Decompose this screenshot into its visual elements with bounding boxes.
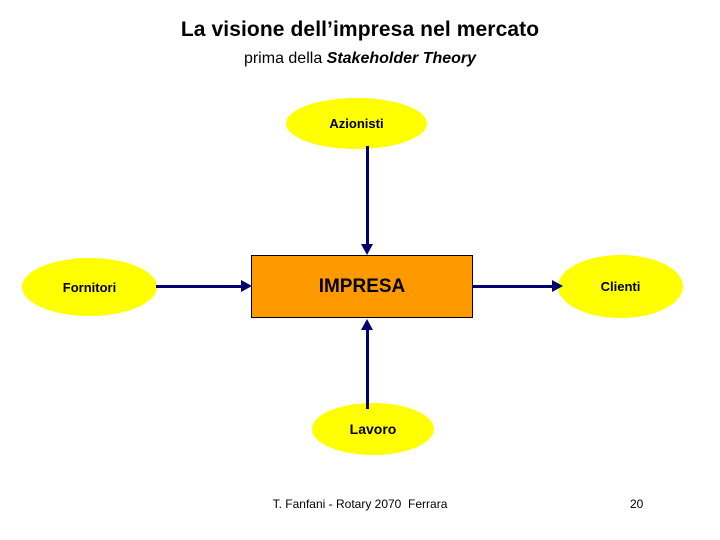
subtitle-emphasis-text: Stakeholder Theory [326, 50, 477, 68]
diagram-node-azionisti-label: Azionisti [329, 116, 384, 131]
arrow-head-up-icon [361, 319, 373, 330]
diagram-node-lavoro[interactable]: Lavoro [312, 403, 434, 455]
arrow-shaft [472, 285, 554, 288]
arrow-impresa-to-clienti-icon [472, 280, 564, 294]
diagram-node-fornitori[interactable]: Fornitori [22, 258, 157, 316]
arrow-lavoro-to-impresa-icon [361, 319, 375, 409]
diagram-node-azionisti[interactable]: Azionisti [286, 98, 427, 149]
page-title: La visione dell’impresa nel mercato [180, 18, 540, 41]
page-number: 20 [630, 497, 644, 511]
arrow-shaft [156, 285, 243, 288]
diagram-node-impresa-label: IMPRESA [318, 275, 406, 297]
footer-note: T. Fanfani - Rotary 2070 Ferrara [272, 497, 448, 511]
diagram-node-impresa[interactable]: IMPRESA [251, 255, 473, 318]
arrow-fornitori-to-impresa-icon [156, 280, 253, 294]
arrow-shaft [366, 146, 369, 248]
arrow-azionisti-to-impresa-icon [361, 146, 375, 258]
arrow-shaft [366, 329, 369, 409]
diagram-node-fornitori-label: Fornitori [62, 279, 117, 295]
diagram-node-clienti-label: Clienti [600, 279, 641, 294]
diagram-node-clienti[interactable]: Clienti [558, 255, 683, 318]
arrow-head-down-icon [361, 244, 373, 255]
subtitle-plain-text: prima della [243, 50, 327, 68]
diagram-node-lavoro-label: Lavoro [349, 421, 397, 437]
arrow-head-right-icon [241, 280, 252, 292]
title-block: La visione dell’impresa nel mercato prim… [0, 18, 720, 69]
page-subtitle: prima della Stakeholder Theory [0, 50, 720, 68]
arrow-head-right-icon [552, 280, 563, 292]
